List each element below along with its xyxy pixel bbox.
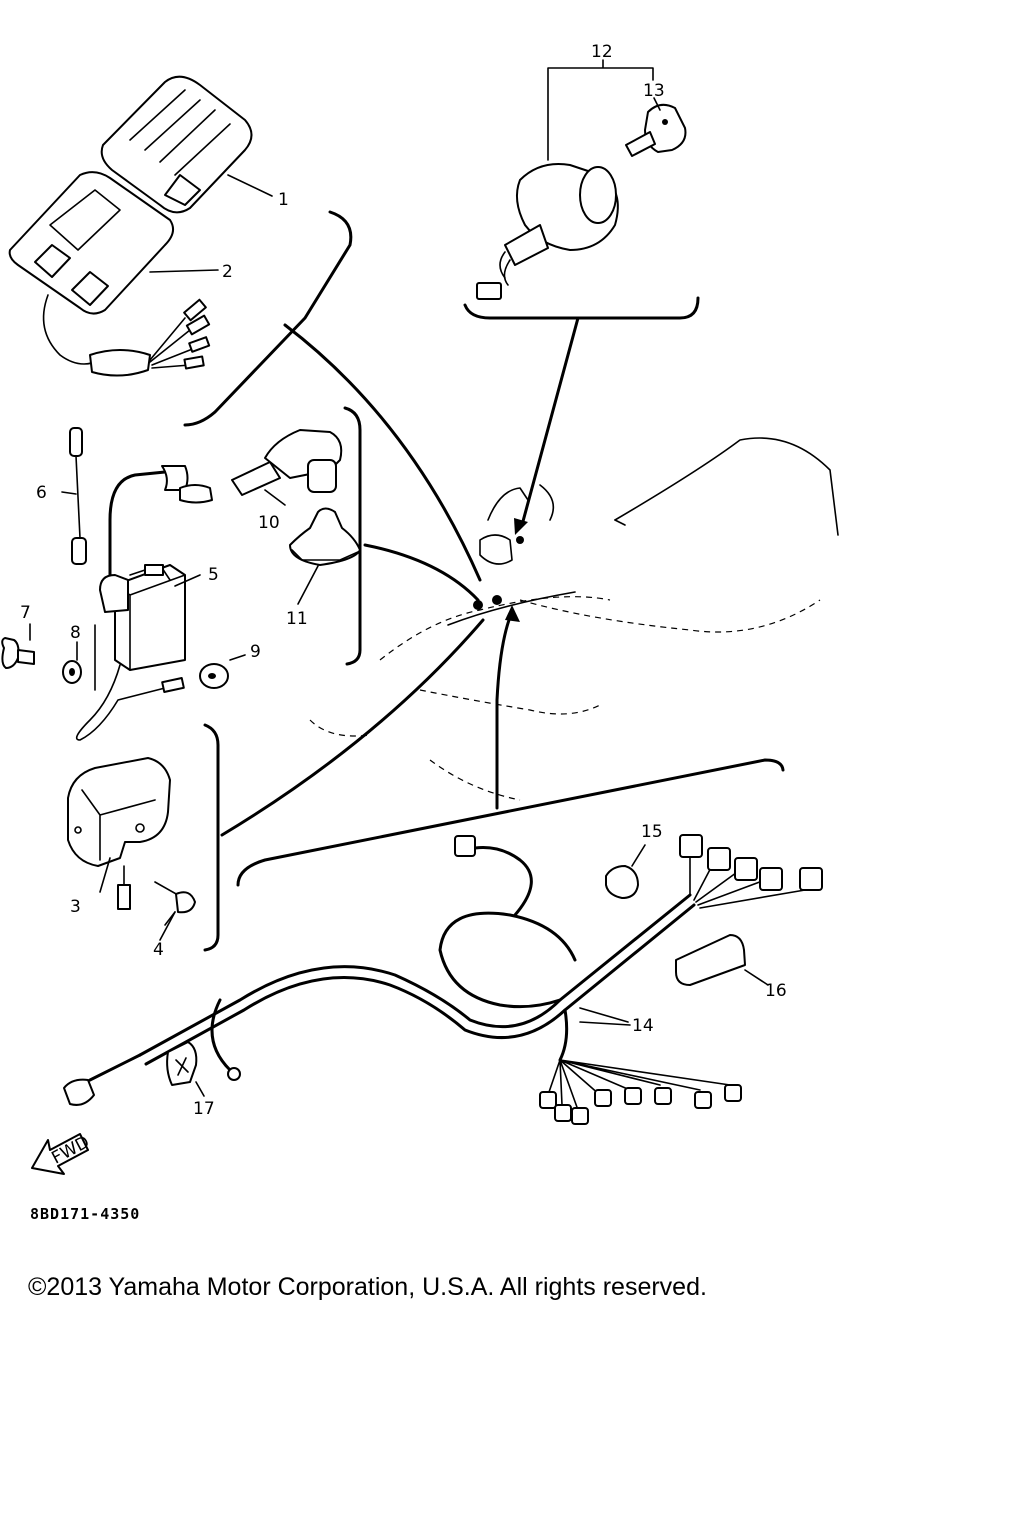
callout-15: 15	[641, 822, 663, 842]
callout-leaders	[61, 97, 661, 1023]
drawing-code: 8BD171-4350	[30, 1205, 141, 1223]
part-7-bolt	[1, 623, 35, 669]
part-11-cap	[289, 507, 361, 566]
part-1-switch-cover	[100, 75, 253, 214]
part-17-clamp	[166, 1041, 205, 1097]
part-16-sleeve	[675, 934, 769, 986]
callout-9: 9	[250, 642, 261, 662]
part-15-grommet	[605, 844, 646, 899]
callout-5: 5	[208, 565, 219, 585]
fwd-arrow-icon: FWD	[31, 1132, 93, 1175]
callout-4: 4	[153, 940, 164, 960]
part-2-switch-housing	[8, 171, 211, 377]
vehicle-outline	[309, 437, 839, 801]
part-3-unit	[67, 757, 171, 910]
part-4-bolt	[154, 881, 196, 926]
part-12-main-switch	[476, 59, 654, 300]
part-9-nut	[199, 654, 246, 689]
callout-16: 16	[765, 981, 787, 1001]
callout-11: 11	[286, 609, 308, 629]
arrow-head	[505, 605, 520, 622]
arrow-head	[514, 518, 528, 535]
callout-3: 3	[70, 897, 81, 917]
callout-8: 8	[70, 623, 81, 643]
callout-13: 13	[643, 81, 665, 101]
callout-2: 2	[222, 262, 233, 282]
callout-17: 17	[193, 1099, 215, 1119]
callout-1: 1	[278, 190, 289, 210]
callout-labels: 1 2 3 4 5 6 7 8 9 10 11 12 13 14 15 16 1…	[20, 42, 787, 1119]
callout-6: 6	[36, 483, 47, 503]
callout-10: 10	[258, 513, 280, 533]
callout-12: 12	[591, 42, 613, 62]
callout-14: 14	[632, 1016, 654, 1036]
part-13-key	[625, 103, 687, 157]
fwd-label: FWD	[48, 1132, 92, 1168]
part-14-wire-harness	[63, 834, 823, 1125]
part-8-washer	[62, 641, 82, 684]
connector-lines	[183, 210, 785, 952]
part-5-ignition-coil	[75, 465, 189, 741]
part-6-band	[69, 427, 87, 565]
callout-7: 7	[20, 603, 31, 623]
part-10-plug-cap	[179, 429, 343, 504]
copyright-notice: ©2013 Yamaha Motor Corporation, U.S.A. A…	[28, 1273, 707, 1301]
